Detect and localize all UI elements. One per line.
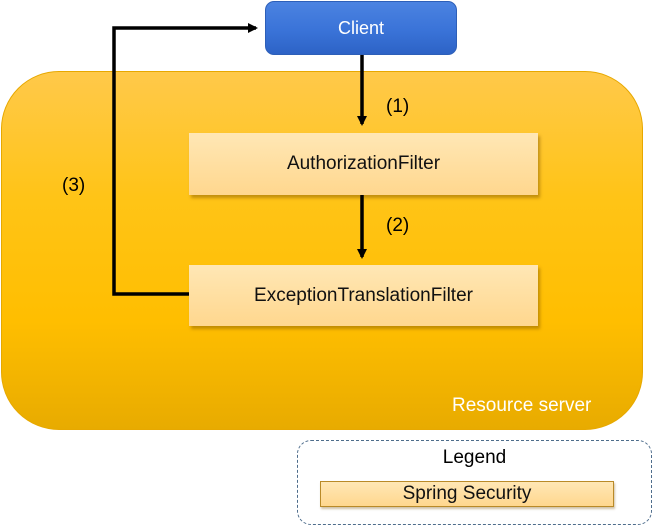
client-label: Client <box>337 17 385 38</box>
resource-server-container <box>1 71 643 430</box>
step-3-label: (3) <box>62 175 86 196</box>
arrow-exception-to-client <box>112 23 258 296</box>
legend-box <box>297 440 652 525</box>
step-2-label: (2) <box>386 215 410 236</box>
step-1-label: (1) <box>386 96 410 117</box>
legend-spring-security-swatch: Spring Security <box>320 481 614 507</box>
client-node: Client <box>265 1 457 55</box>
authorization-filter-node: AuthorizationFilter <box>189 133 538 195</box>
exception-translation-filter-node: ExceptionTranslationFilter <box>189 265 538 326</box>
legend-spring-security-label: Spring Security <box>402 483 532 504</box>
resource-server-label: Resource server <box>452 395 592 416</box>
authorization-filter-label: AuthorizationFilter <box>286 153 441 174</box>
exception-translation-filter-label: ExceptionTranslationFilter <box>254 284 473 306</box>
legend-title: Legend <box>442 447 507 468</box>
